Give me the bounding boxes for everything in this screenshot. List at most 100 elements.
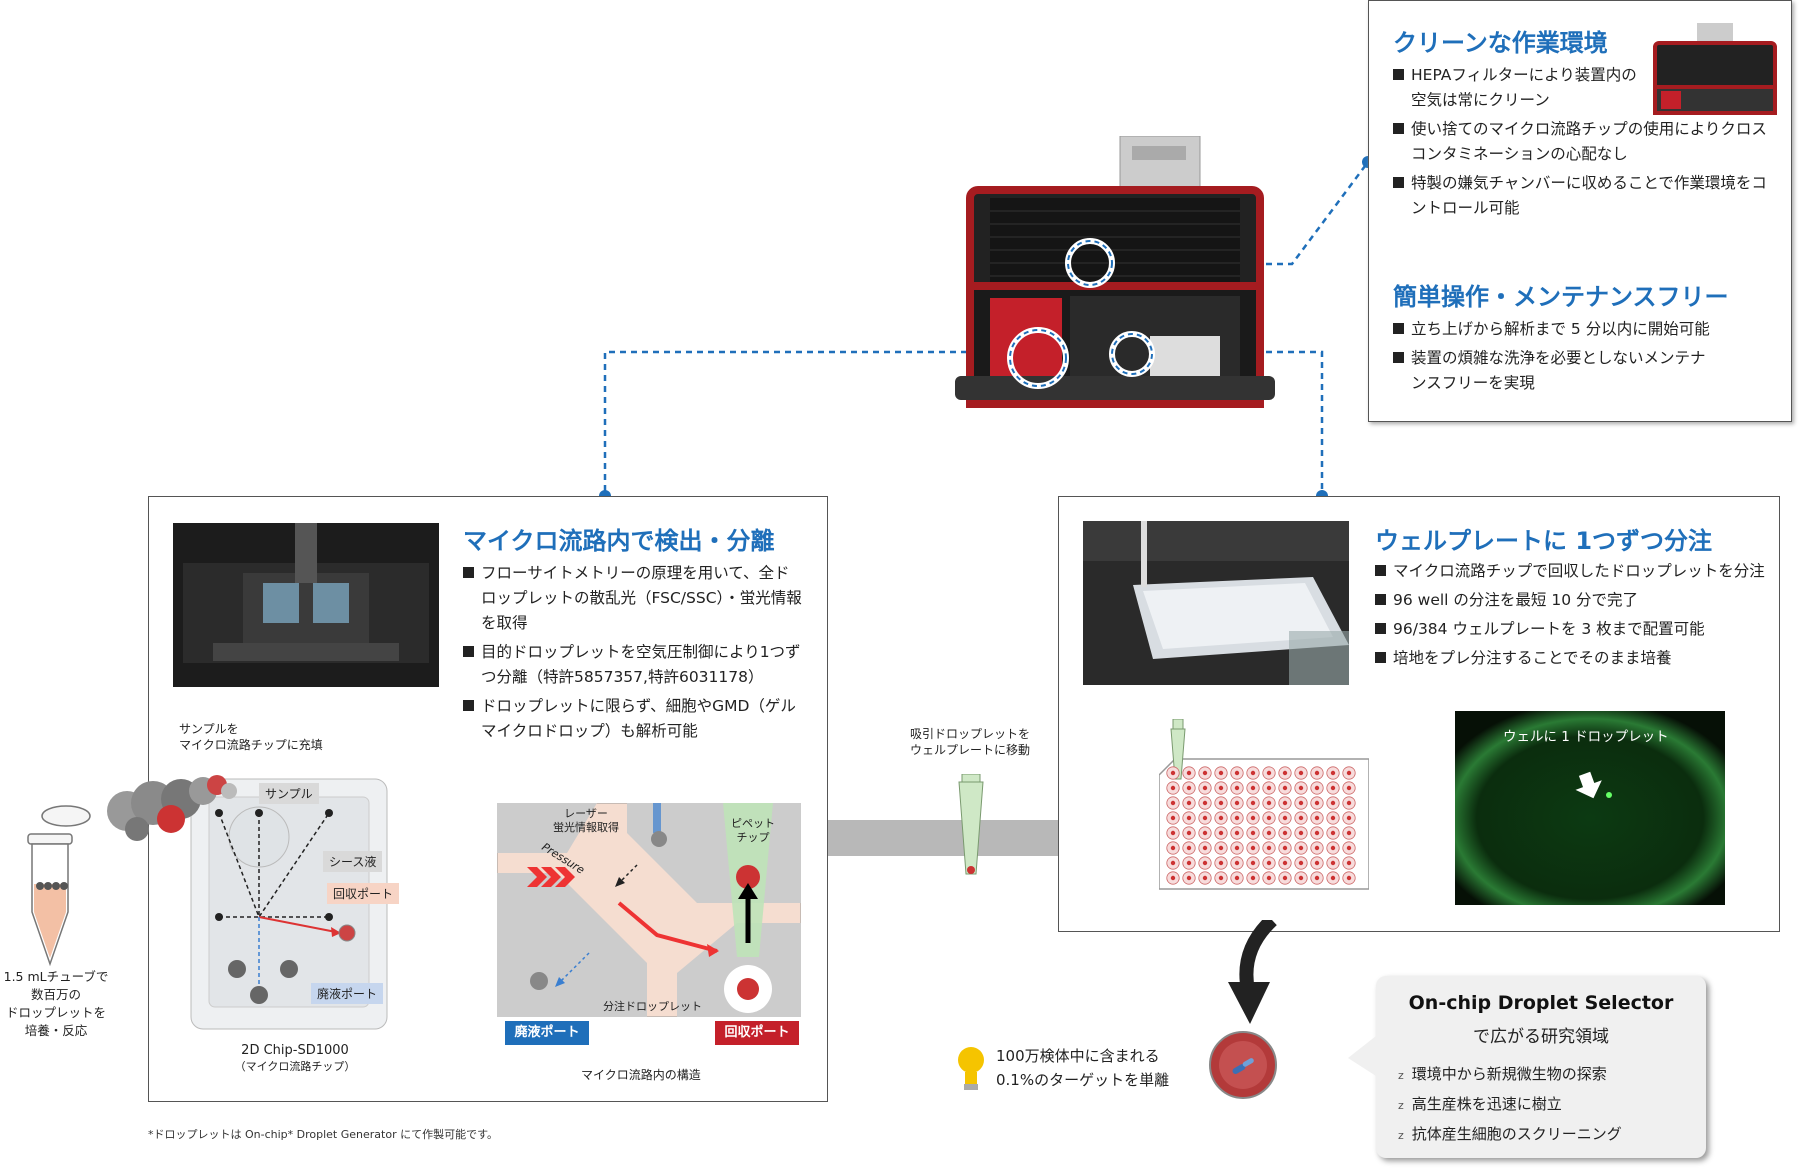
dispense-label: 分注ドロップレット [603,1000,702,1013]
well-droplet [1346,860,1352,866]
well-droplet [1266,815,1272,821]
dispense-item-3: 96/384 ウェルプレートを 3 枚まで配置可能 [1375,617,1765,642]
well-droplet [1218,860,1224,866]
well-droplet [1346,845,1352,851]
well-droplet [1202,830,1208,836]
pipette-label: ピペット チップ [731,817,775,844]
well-droplet [1202,785,1208,791]
structure-caption: マイクロ流路内の構造 [581,1068,701,1082]
tube-label: 1.5 mLチューブで 数百万の ドロップレットを 培養・反応 [3,969,109,1038]
droplet-cloud [97,763,237,843]
selector-subtitle: で広がる研究領域 [1473,1027,1609,1047]
well-droplet [1170,800,1176,806]
well-droplet [1330,815,1336,821]
well-droplet [1250,845,1256,851]
dispense-heading: ウェルプレートに 1つずつ分注 [1375,527,1713,555]
easy-item-1: 立ち上げから解析まで 5 分以内に開始可能 [1393,317,1753,342]
well-droplet [1202,815,1208,821]
sheath-tag: シース液 [323,851,383,872]
well-droplet [1234,830,1240,836]
waste-port-label: 廃液ポート [505,1021,589,1045]
well-droplet [1266,800,1272,806]
well-droplet [1330,770,1336,776]
well-droplet [1346,830,1352,836]
well-droplet [1282,875,1288,881]
well-droplet [1346,815,1352,821]
dispense-item-2: 96 well の分注を最短 10 分で完了 [1375,588,1765,613]
laser-label: レーザー 蛍光情報取得 [553,807,619,834]
well-droplet [1202,800,1208,806]
instrument-image [950,136,1280,416]
well-droplet [1266,785,1272,791]
well-droplet [1314,860,1320,866]
well-droplet [1186,770,1192,776]
well-droplet [1266,860,1272,866]
well-droplet [1186,830,1192,836]
well-droplet [1298,875,1304,881]
well-droplet [1282,815,1288,821]
target-label: 100万検体中に含まれる 0.1%のターゲットを単離 [996,1047,1170,1089]
well-droplet [1298,800,1304,806]
detection-list: フローサイトメトリーの原理を用いて、全ドロップレットの散乱光（FSC/SSC）・… [463,561,803,748]
detection-heading: マイクロ流路内で検出・分離 [463,527,775,555]
chip-diagram: サンプル シース液 回収ポート 廃液ポート [189,777,400,1031]
well-droplet [1330,860,1336,866]
well-droplet [1282,845,1288,851]
well-droplet [1250,770,1256,776]
dispense-panel: ウェルプレートに 1つずつ分注 マイクロ流路チップで回収したドロップレットを分注… [1058,496,1780,932]
chip-name: 2D Chip-SD1000 （マイクロ流路チップ） [234,1043,356,1073]
clean-item-1: HEPAフィルターにより装置内の空気は常にクリーン [1393,63,1641,113]
well-droplet [1202,845,1208,851]
well-droplet [1202,860,1208,866]
easy-operation-list: 立ち上げから解析まで 5 分以内に開始可能 装置の煩雑な洗浄を必要としないメンテ… [1393,317,1753,400]
detection-item-3: ドロップレットに限らず、細胞やGMD（ゲルマイクロドロップ）も解析可能 [463,694,803,744]
well-droplet [1298,860,1304,866]
well-plate [1159,719,1369,899]
well-droplet [1250,800,1256,806]
well-droplet [1250,860,1256,866]
well-droplet [1234,815,1240,821]
well-droplet [1234,770,1240,776]
well-droplet [1266,845,1272,851]
dispenser-photo [1083,521,1349,685]
well-droplet [1314,815,1320,821]
well-droplet [1186,860,1192,866]
well-droplet [1218,770,1224,776]
detection-item-1: フローサイトメトリーの原理を用いて、全ドロップレットの散乱光（FSC/SSC）・… [463,561,803,636]
detection-panel: マイクロ流路内で検出・分離 フローサイトメトリーの原理を用いて、全ドロップレット… [107,496,828,1102]
well-droplet [1266,770,1272,776]
footnote: *ドロップレットは On-chip* Droplet Generator にて作… [148,1128,499,1141]
well-droplet [1218,815,1224,821]
well-droplet [1298,770,1304,776]
well-droplet [1186,875,1192,881]
well-droplet [1282,830,1288,836]
well-droplet [1346,875,1352,881]
well-droplet [1314,785,1320,791]
pipette-icon [954,774,988,886]
well-droplet [1186,815,1192,821]
well-droplet [1170,815,1176,821]
well-droplet [1234,800,1240,806]
well-droplet [1330,875,1336,881]
well-droplet [1282,785,1288,791]
well-droplet [1234,875,1240,881]
well-droplet [1170,830,1176,836]
well-droplet [1250,785,1256,791]
down-arrow [1220,920,1290,1030]
clean-item-3: 特製の嫌気チャンバーに収めることで作業環境をコントロール可能 [1393,171,1781,221]
well-droplet [1170,770,1176,776]
well-droplet [1186,785,1192,791]
lightbulb-icon [956,1044,986,1092]
well-droplet [1202,770,1208,776]
well-droplet [1250,875,1256,881]
well-droplet [1218,845,1224,851]
well-droplet [1346,800,1352,806]
well-droplet [1282,860,1288,866]
well-droplet [1250,830,1256,836]
well-droplet [1170,785,1176,791]
